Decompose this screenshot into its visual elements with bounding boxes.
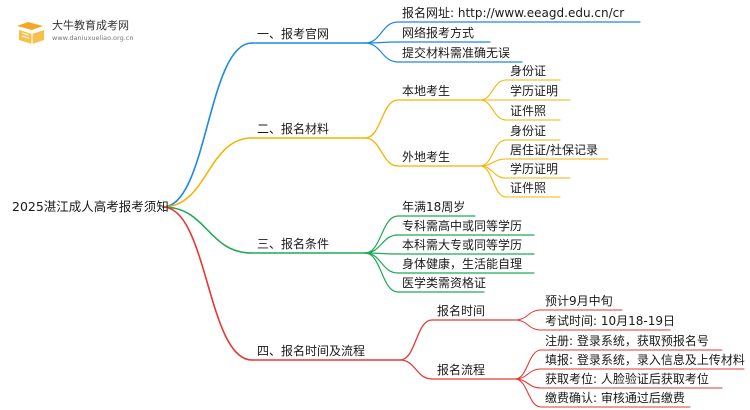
leaf-step-register: 注册: 登录系统，获取预报名号 <box>545 334 709 348</box>
connector-time-leaf <box>514 319 542 331</box>
leaf-accurate-materials: 提交材料需准确无误 <box>402 46 511 60</box>
connector-process-leaf <box>514 349 542 380</box>
connector-branch2-local <box>364 99 399 139</box>
group-local-candidates: 本地考生 <box>402 84 451 98</box>
connector-branch4-time <box>399 319 433 361</box>
connector-local-leaf <box>479 99 507 121</box>
branch-materials: 二、报名材料 <box>257 122 330 136</box>
leaf-step-payment: 缴费确认: 审核通过后缴费 <box>545 391 685 405</box>
leaf-exam-dates: 考试时间: 10月18-19日 <box>545 314 675 328</box>
leaf-nonlocal-id-card: 身份证 <box>510 124 547 138</box>
branch-time-and-process: 四、报名时间及流程 <box>257 344 366 358</box>
connector-branch3-leaf <box>364 252 399 293</box>
leaf-bachelor-req: 本科需大专或同等学历 <box>402 238 523 252</box>
connector-root-branch1 <box>162 42 253 208</box>
connector-root-branch2 <box>162 137 253 208</box>
connector-time-leaf <box>514 309 542 321</box>
connector-process-leaf <box>514 378 542 408</box>
leaf-health-req: 身体健康，生活能自理 <box>402 257 523 271</box>
book-logo-icon <box>17 22 44 44</box>
leaf-junior-college-req: 专科需高中或同等学历 <box>402 219 523 233</box>
branch-requirements: 三、报名条件 <box>257 237 330 251</box>
leaf-online-method: 网络报考方式 <box>402 26 475 40</box>
branch-official-site: 一、报考官网 <box>257 27 330 41</box>
leaf-nonlocal-photo: 证件照 <box>510 181 547 195</box>
connector-branch3-leaf <box>364 252 399 274</box>
leaf-step-fill-in: 填报: 登录系统，录入信息及上传材料 <box>545 353 745 367</box>
leaf-registration-url: 报名网址: http://www.eeagd.edu.cn/cr <box>402 6 625 20</box>
logo-site-name: 大牛教育成考网 <box>52 19 129 32</box>
group-registration-process: 报名流程 <box>437 363 486 377</box>
connector-branch1-leaf <box>364 42 399 63</box>
leaf-mid-september: 预计9月中旬 <box>545 294 613 308</box>
connector-nonlocal-leaf <box>479 139 507 167</box>
leaf-local-id-card: 身份证 <box>510 64 547 78</box>
connector-branch3-leaf <box>364 234 399 254</box>
leaf-medical-cert-req: 医学类需资格证 <box>402 276 487 290</box>
connector-branch2-nonlocal <box>364 137 399 167</box>
logo-site-url: www.daniuxueli​ao.org.cn <box>52 34 134 42</box>
connector-nonlocal-leaf <box>479 165 507 198</box>
site-logo: 大牛教育成考网 www.daniuxueli​ao.org.cn <box>14 18 164 48</box>
leaf-local-photo: 证件照 <box>510 104 547 118</box>
connector-root-branch3 <box>162 206 253 254</box>
connector-nonlocal-leaf <box>479 165 507 179</box>
group-nonlocal-candidates: 外地考生 <box>402 150 451 164</box>
group-registration-time: 报名时间 <box>437 304 486 318</box>
connector-branch3-leaf <box>364 215 399 254</box>
connector-branch1-leaf <box>364 21 399 44</box>
mindmap-root-node: 2025湛江成人高考报考须知 <box>12 199 169 214</box>
leaf-step-get-seat: 获取考位: 人脸验证后获取考位 <box>545 372 709 386</box>
leaf-local-education-proof: 学历证明 <box>510 84 559 98</box>
connector-root-branch4 <box>162 206 253 361</box>
connector-branch4-process <box>399 359 433 380</box>
connector-local-leaf <box>479 79 507 101</box>
leaf-nonlocal-residence-permit: 居住证/社保记录 <box>510 143 599 157</box>
leaf-nonlocal-education-proof: 学历证明 <box>510 162 559 176</box>
leaf-age-18: 年满18周岁 <box>402 200 466 214</box>
